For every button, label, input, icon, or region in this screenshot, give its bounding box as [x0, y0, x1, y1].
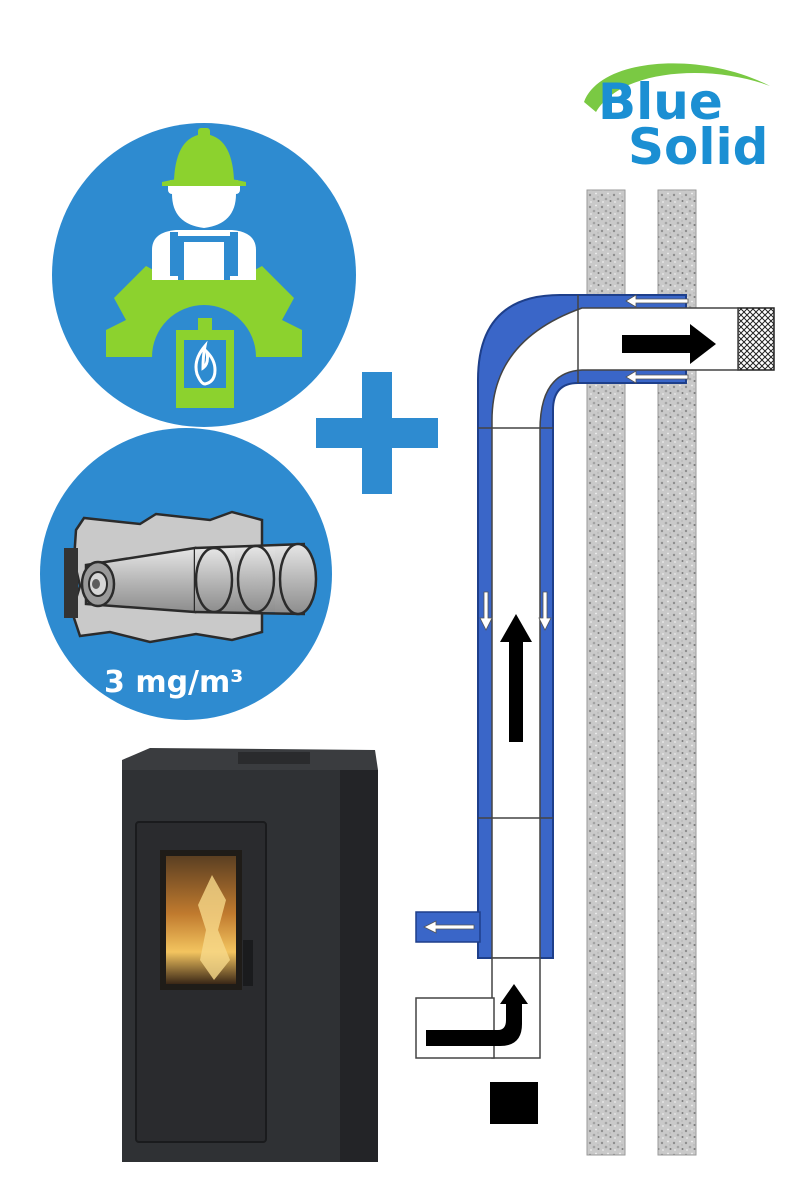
brand-name-line2: Solid [628, 118, 768, 176]
logo-swoosh [584, 63, 770, 112]
plus-icon [316, 372, 438, 494]
emission-label: 3 mg/m³ [104, 665, 243, 700]
engineer-gear-stove-icon [106, 128, 302, 408]
brand-name-line1: Blue [598, 73, 723, 131]
service-badge [52, 123, 356, 427]
pellet-stove-icon [122, 748, 378, 1162]
filter-badge: 3 mg/m³ [40, 428, 332, 720]
particle-filter-icon [64, 510, 318, 644]
brand-logo: Blue Solid [584, 63, 770, 176]
coaxial-flue-diagram-icon [415, 189, 775, 1156]
